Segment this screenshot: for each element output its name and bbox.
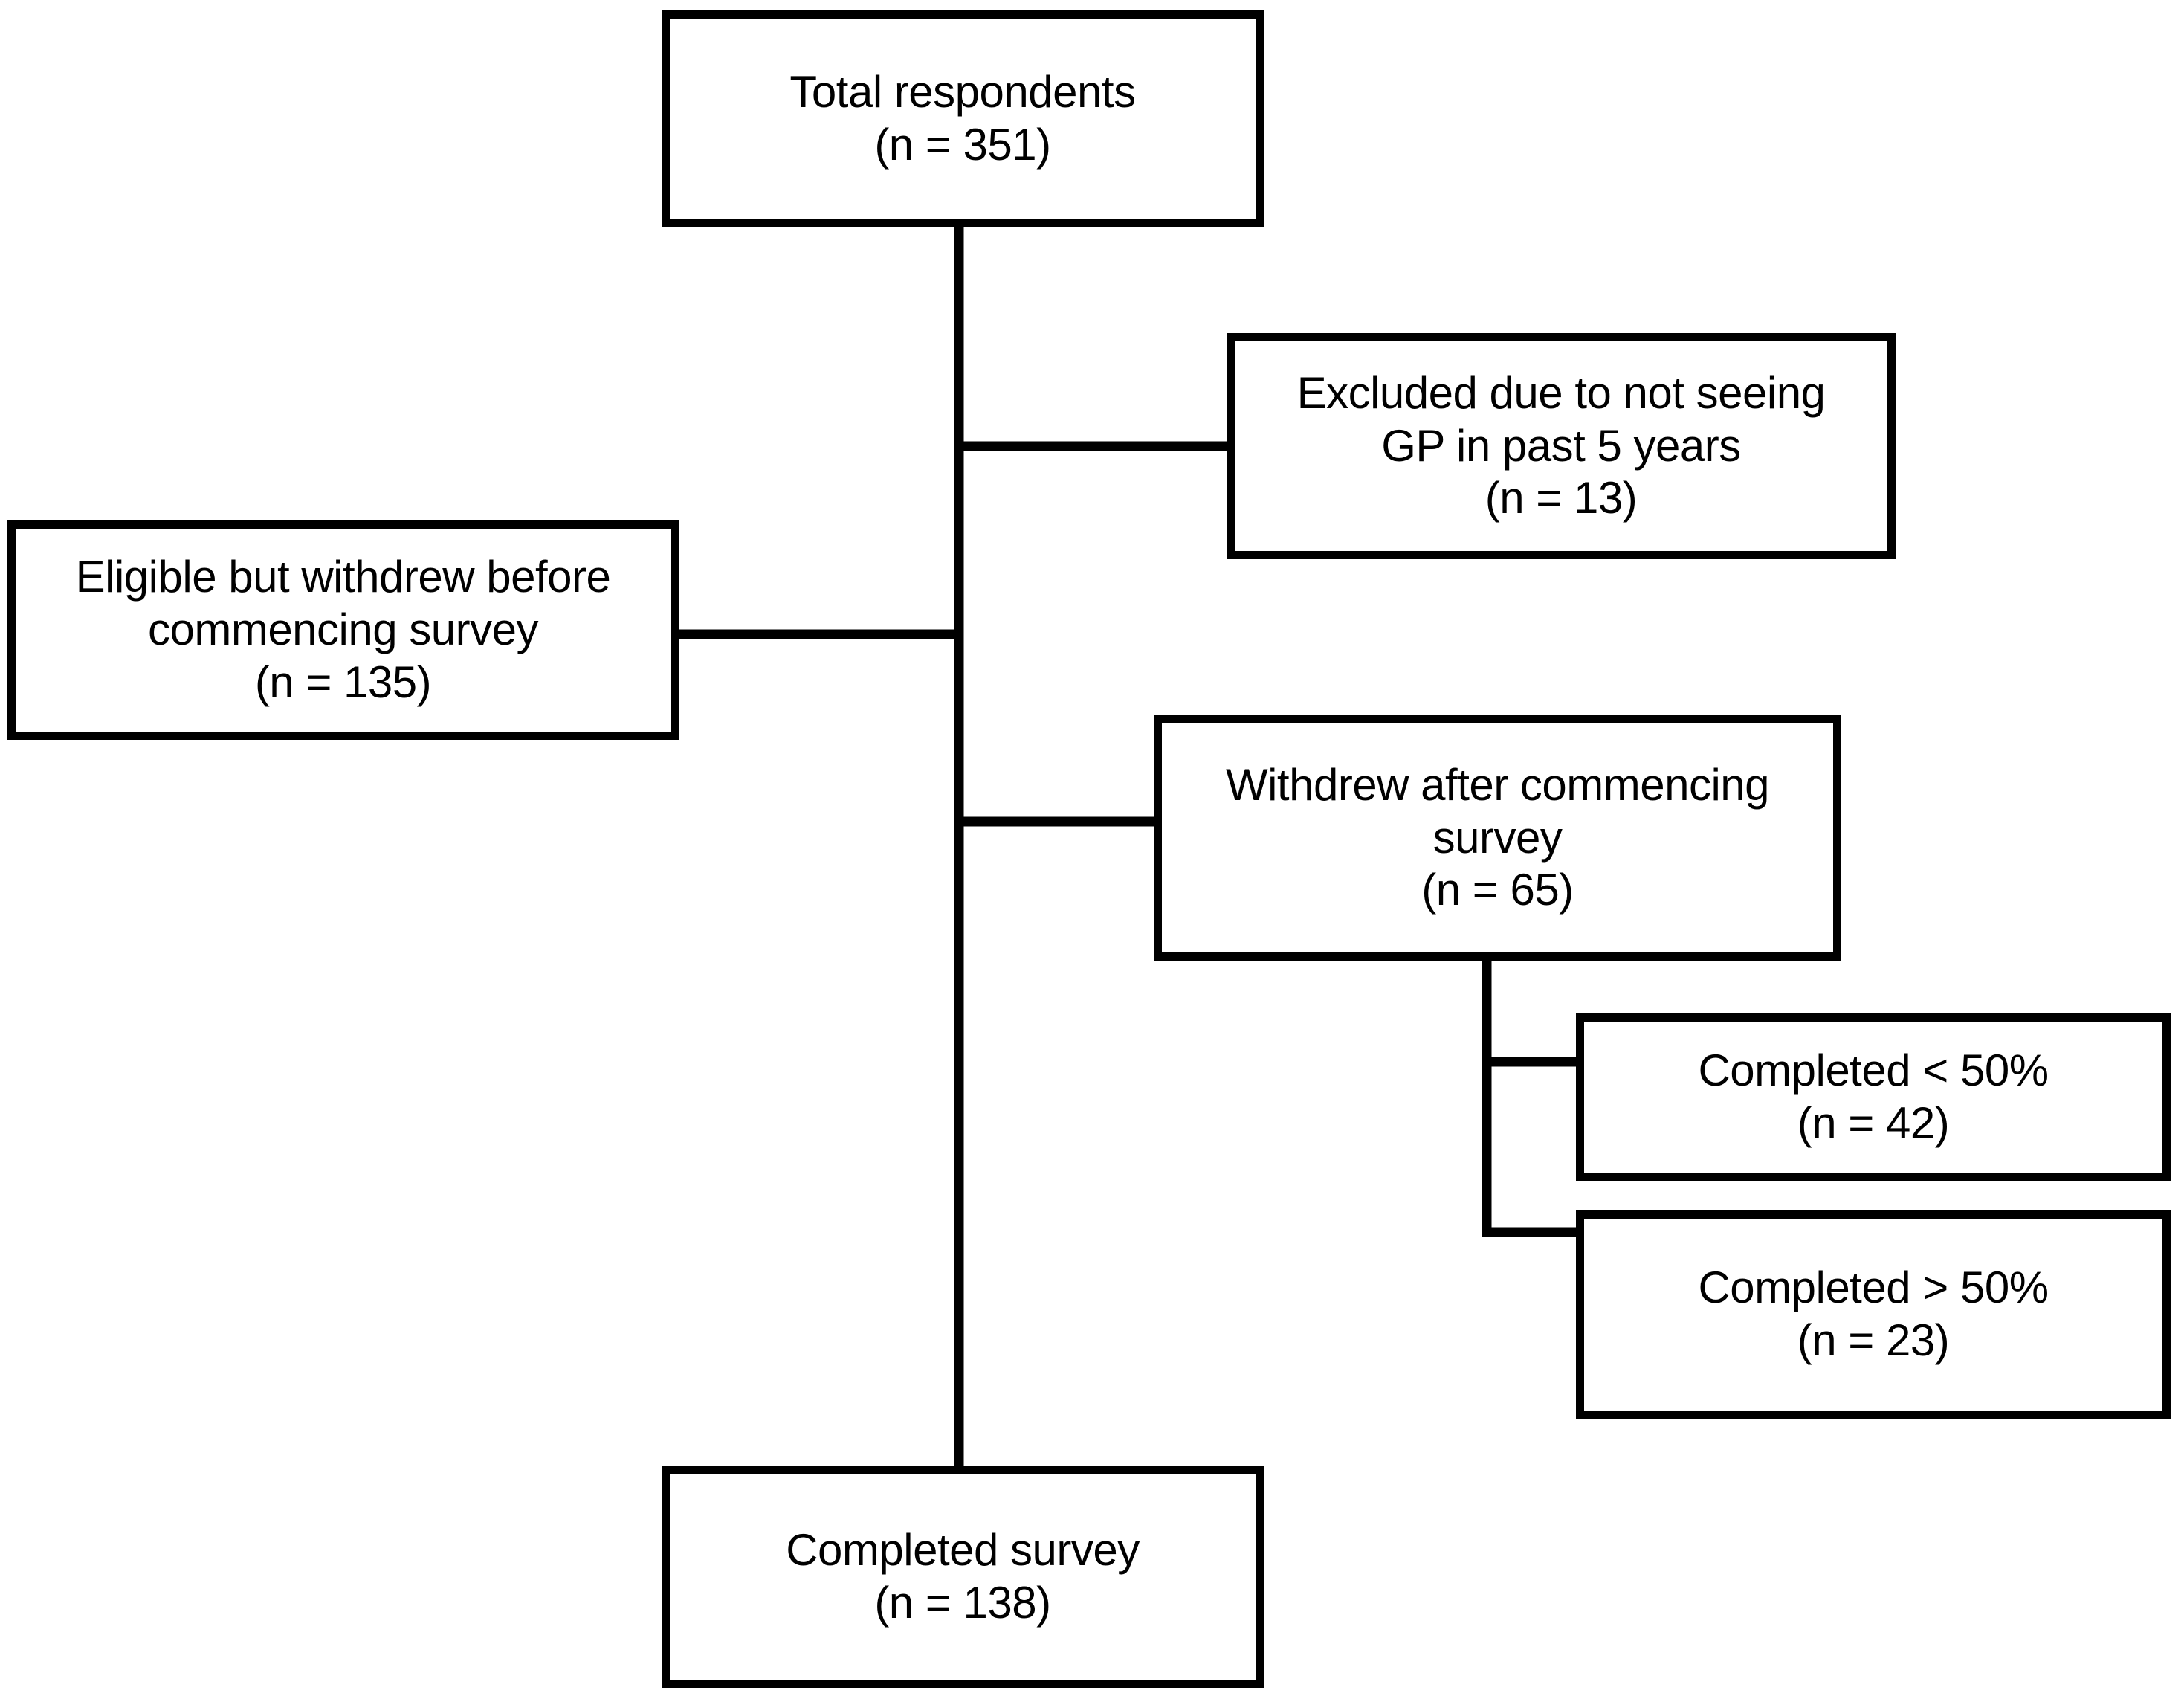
completed-survey-label: Completed survey [786,1525,1140,1576]
excluded-label-line2: GP in past 5 years [1381,420,1741,471]
total-respondents-label: Total respondents [789,66,1136,117]
withdrew-after-label-line2: survey [1432,812,1563,863]
eligible-withdrew-label-line1: Eligible but withdrew before [75,552,611,602]
excluded-label-line1: Excluded due to not seeing [1296,367,1826,418]
total-respondents-count: (n = 351) [874,119,1051,170]
completed-over-50-box: Completed > 50% (n = 23) [1576,1210,2171,1419]
completed-survey-count: (n = 138) [874,1578,1051,1628]
completed-under-50-count: (n = 42) [1797,1097,1950,1148]
eligible-withdrew-label-line2: commencing survey [147,605,539,655]
withdrew-after-label-line1: Withdrew after commencing [1225,759,1770,810]
completed-over-50-count: (n = 23) [1797,1315,1950,1365]
excluded-not-seeing-gp-box: Excluded due to not seeing GP in past 5 … [1227,333,1896,559]
total-respondents-box: Total respondents (n = 351) [662,10,1264,227]
completed-under-50-box: Completed < 50% (n = 42) [1576,1013,2171,1181]
eligible-withdrew-count: (n = 135) [254,657,432,707]
excluded-count: (n = 13) [1484,473,1638,523]
eligible-withdrew-before-box: Eligible but withdrew before commencing … [7,520,679,740]
completed-survey-box: Completed survey (n = 138) [662,1466,1264,1688]
withdrew-after-commencing-box: Withdrew after commencing survey (n = 65… [1154,715,1841,961]
completed-under-50-label: Completed < 50% [1698,1045,2049,1095]
completed-over-50-label: Completed > 50% [1698,1263,2049,1313]
withdrew-after-count: (n = 65) [1421,865,1574,915]
